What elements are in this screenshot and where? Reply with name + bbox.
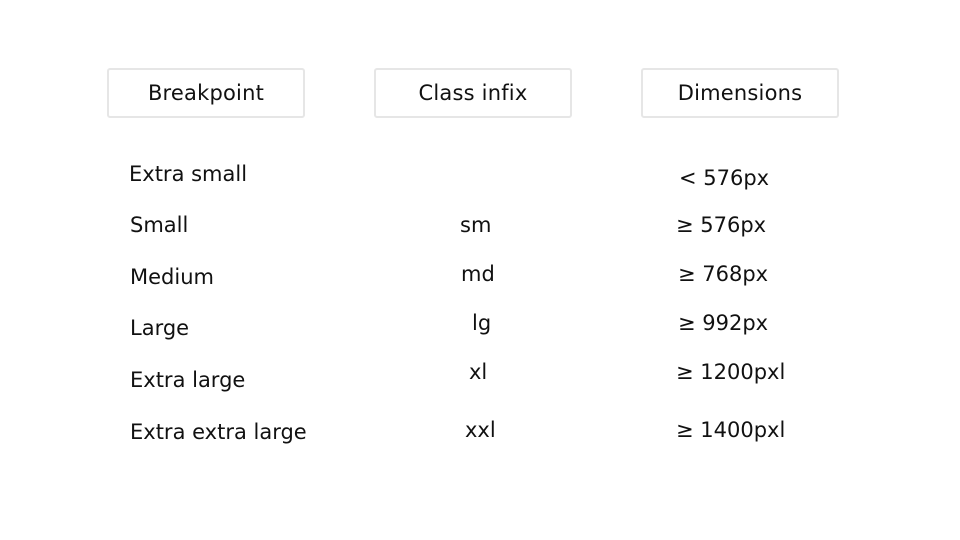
row-infix: lg bbox=[472, 311, 492, 335]
row-breakpoint: Extra large bbox=[130, 368, 246, 392]
row-dimensions: ≥ 1200pxl bbox=[676, 360, 786, 384]
row-infix: xxl bbox=[465, 418, 496, 442]
header-class-infix-label: Class infix bbox=[418, 81, 528, 105]
row-breakpoint: Large bbox=[130, 316, 190, 340]
row-dimensions: ≥ 992px bbox=[678, 311, 769, 335]
row-dimensions: ≥ 1400pxl bbox=[676, 418, 786, 442]
header-breakpoint: Breakpoint bbox=[107, 68, 305, 118]
row-dimensions: ≥ 768px bbox=[678, 262, 769, 286]
row-breakpoint: Extra small bbox=[129, 162, 248, 186]
header-class-infix: Class infix bbox=[374, 68, 572, 118]
header-dimensions: Dimensions bbox=[641, 68, 839, 118]
row-dimensions: ≥ 576px bbox=[676, 213, 767, 237]
row-breakpoint: Small bbox=[130, 213, 189, 237]
row-breakpoint: Medium bbox=[130, 265, 214, 289]
header-breakpoint-label: Breakpoint bbox=[147, 81, 265, 105]
header-dimensions-label: Dimensions bbox=[677, 81, 803, 105]
row-infix: md bbox=[461, 262, 495, 286]
row-infix: xl bbox=[469, 360, 488, 384]
row-dimensions: < 576px bbox=[679, 166, 770, 190]
row-breakpoint: Extra extra large bbox=[130, 420, 307, 444]
row-infix: sm bbox=[460, 213, 492, 237]
